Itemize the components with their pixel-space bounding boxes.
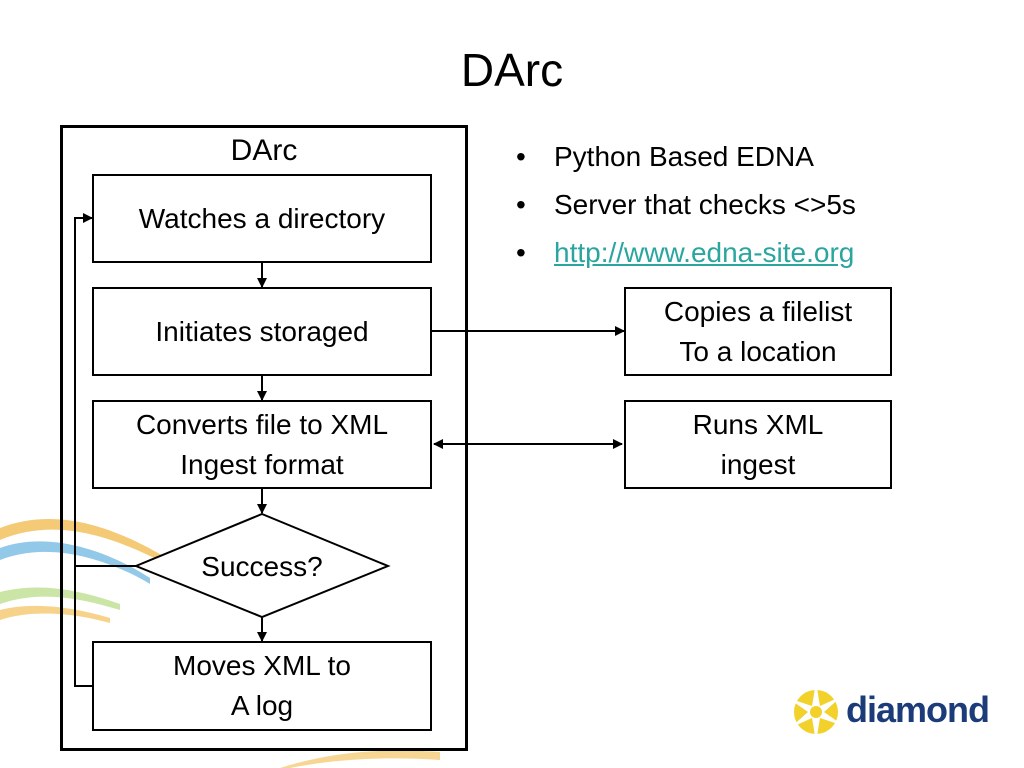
bullet-dot-icon: • xyxy=(516,141,526,172)
edna-site-link[interactable]: http://www.edna-site.org xyxy=(554,237,855,268)
darc-frame xyxy=(60,125,468,751)
success-diamond xyxy=(133,512,391,619)
diamond-logo-icon xyxy=(788,682,844,742)
node-converts-file: Converts file to XML Ingest format xyxy=(92,400,432,489)
page-title: DArc xyxy=(460,44,564,96)
node-initiates-storaged: Initiates storaged xyxy=(92,287,432,376)
node-moves-xml: Moves XML to A log xyxy=(92,641,432,731)
bullet-item: • Server that checks <>5s xyxy=(510,181,856,229)
node-runs-xml-ingest: Runs XML ingest xyxy=(624,400,892,489)
node-watches-directory: Watches a directory xyxy=(92,174,432,263)
bullet-text: Server that checks <>5s xyxy=(554,189,856,220)
bullet-text: Python Based EDNA xyxy=(554,141,814,172)
bullet-item: • http://www.edna-site.org xyxy=(510,229,856,277)
node-copies-filelist: Copies a filelist To a location xyxy=(624,287,892,376)
logo-text: diamond xyxy=(846,689,990,730)
loop-moves-to-left xyxy=(74,566,92,687)
bullet-dot-icon: • xyxy=(516,237,526,268)
bullet-item: • Python Based EDNA xyxy=(510,133,856,181)
loop-success-to-watches xyxy=(74,213,136,567)
node-success-label: Success? xyxy=(201,551,323,582)
bullet-dot-icon: • xyxy=(516,189,526,220)
bullet-list: • Python Based EDNA • Server that checks… xyxy=(510,133,856,277)
frame-label: DArc xyxy=(230,134,298,167)
